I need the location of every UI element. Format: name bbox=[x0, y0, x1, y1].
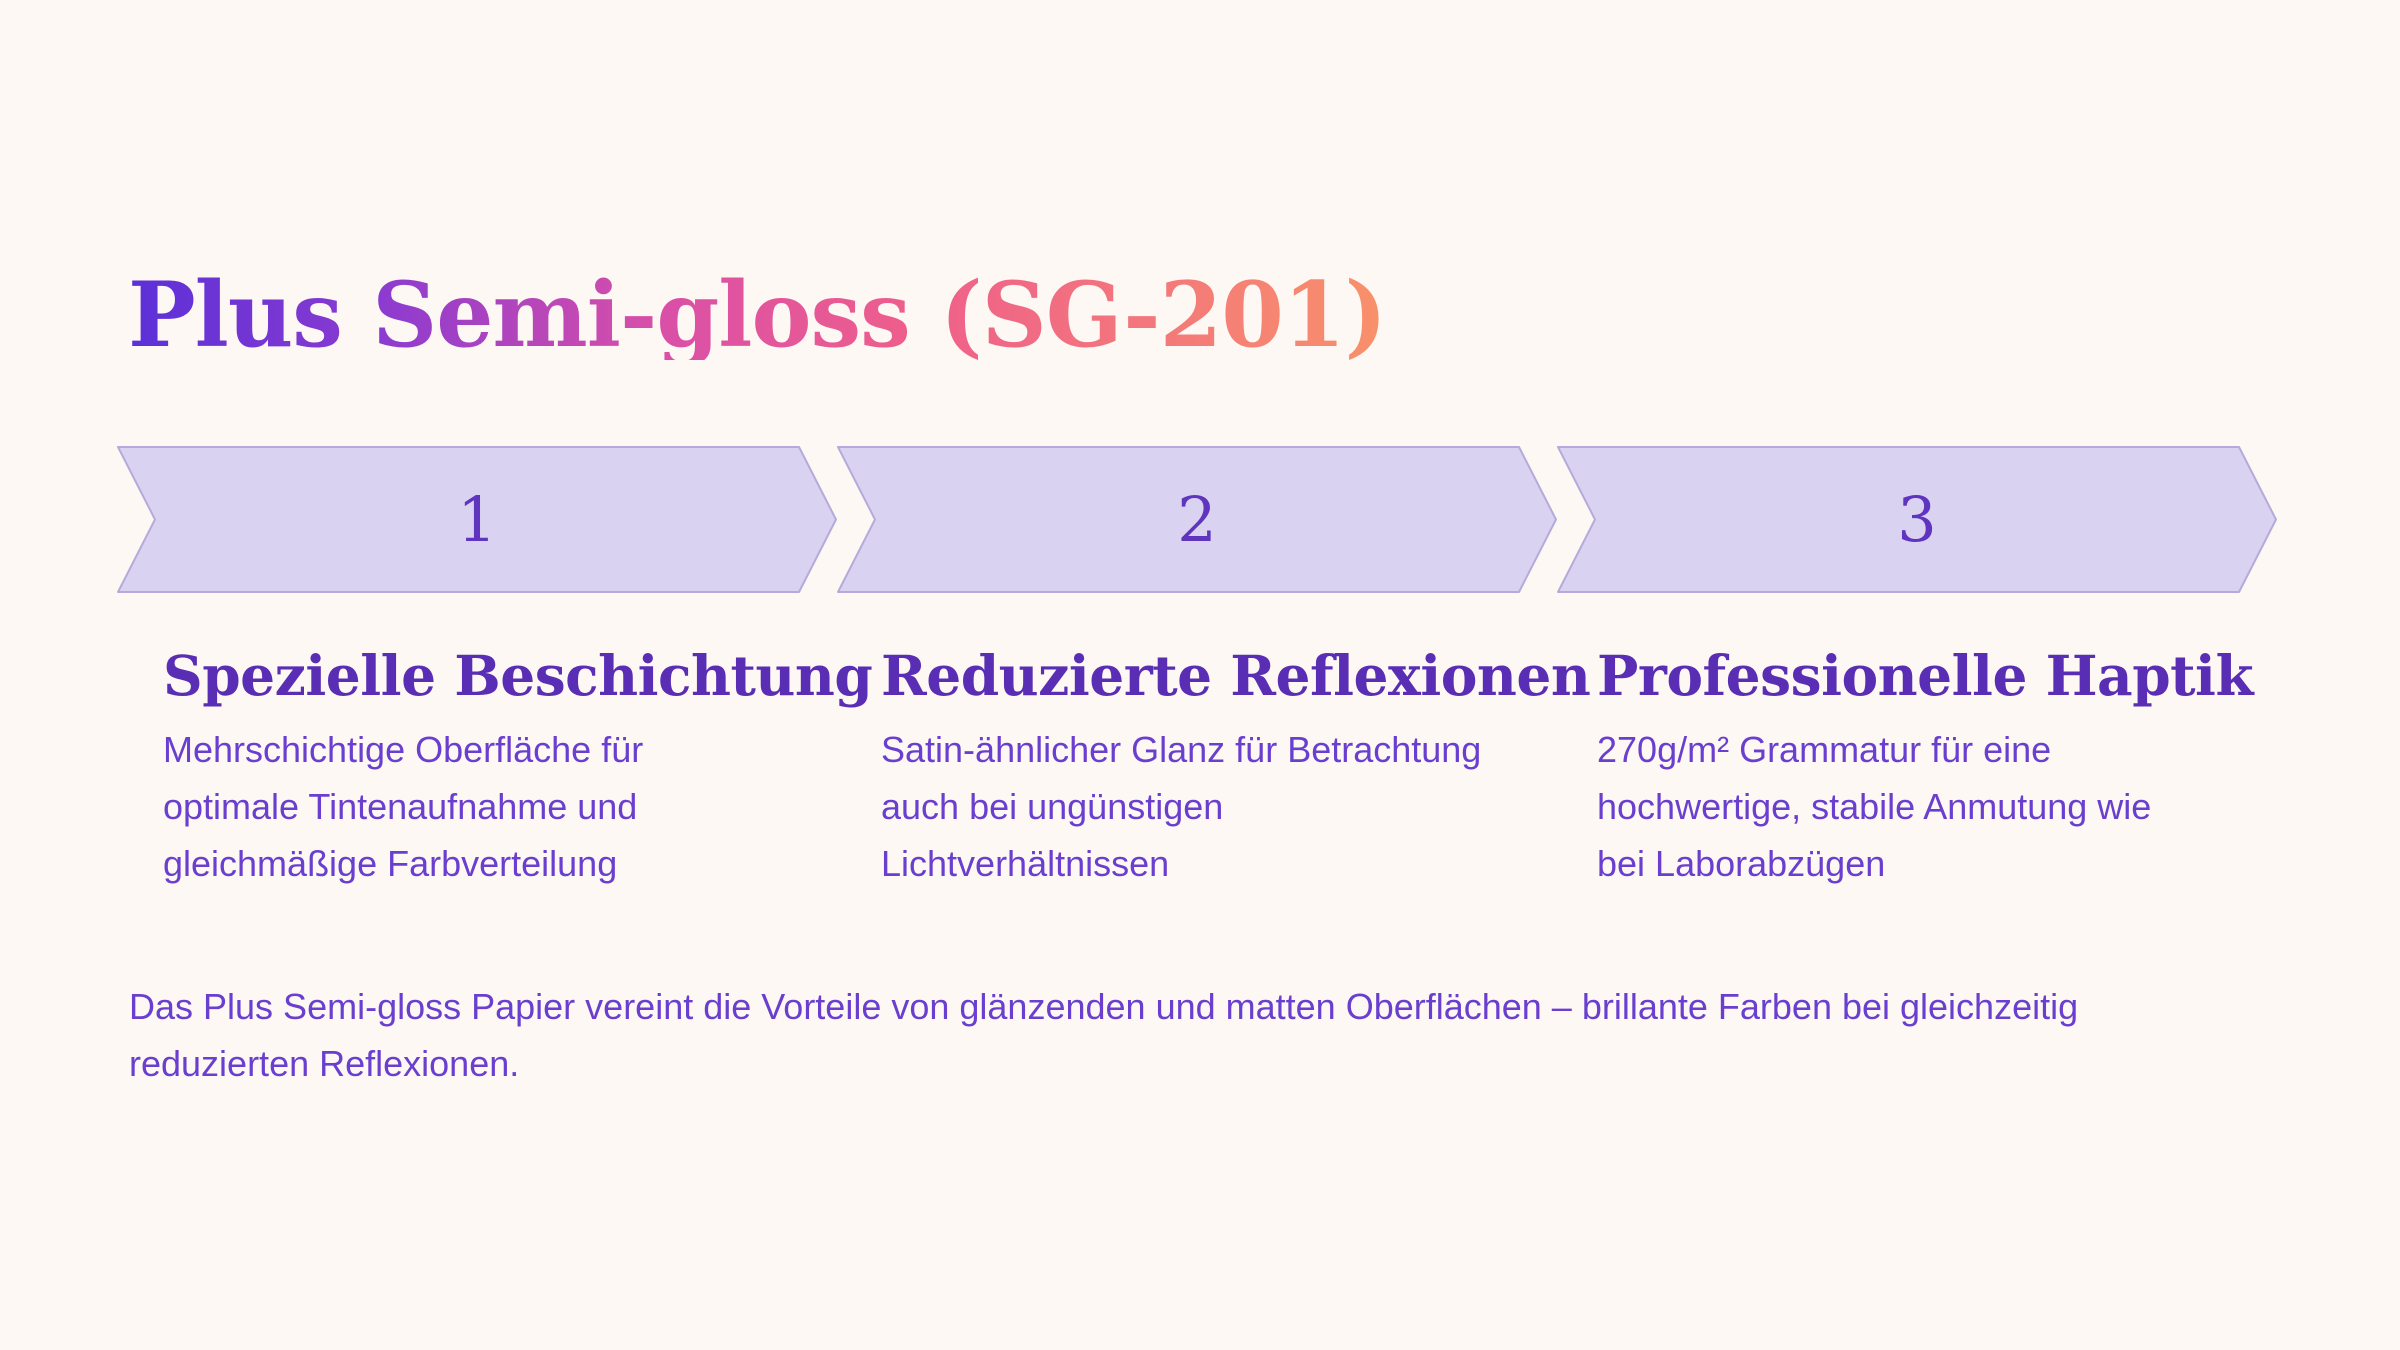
step-description: Mehrschichtige Oberfläche für optimale T… bbox=[163, 729, 644, 884]
step-number: 2 bbox=[1177, 483, 1217, 556]
step-column-1: Spezielle Beschichtung Mehrschichtige Ob… bbox=[163, 643, 873, 892]
page-title: Plus Semi-gloss (SG-201) bbox=[128, 262, 1387, 368]
step-description: Satin-ähnlicher Glanz für Betrachtung au… bbox=[881, 729, 1482, 884]
step-arrow-3: 3 bbox=[1557, 446, 2277, 593]
step-number: 1 bbox=[457, 483, 497, 556]
chevron-arrow-shape bbox=[117, 446, 837, 593]
step-number: 3 bbox=[1897, 483, 1937, 556]
step-heading: Spezielle Beschichtung bbox=[163, 643, 873, 708]
step-heading: Professionelle Haptik bbox=[1597, 643, 2254, 708]
step-heading: Reduzierte Reflexionen bbox=[881, 643, 1591, 708]
chevron-arrow-shape bbox=[1557, 446, 2277, 593]
step-column-3: Professionelle Haptik 270g/m² Grammatur … bbox=[1597, 648, 2297, 892]
summary-text: Das Plus Semi-gloss Papier vereint die V… bbox=[129, 986, 2079, 1084]
step-column-2: Reduzierte Reflexionen Satin-ähnlicher G… bbox=[881, 643, 1591, 892]
process-arrow-band: 1 2 3 bbox=[117, 446, 2277, 593]
chevron-arrow-shape bbox=[837, 446, 1557, 593]
step-arrow-1: 1 bbox=[117, 446, 837, 593]
step-arrow-2: 2 bbox=[837, 446, 1557, 593]
step-description: 270g/m² Grammatur für eine hochwertige, … bbox=[1597, 729, 2152, 884]
